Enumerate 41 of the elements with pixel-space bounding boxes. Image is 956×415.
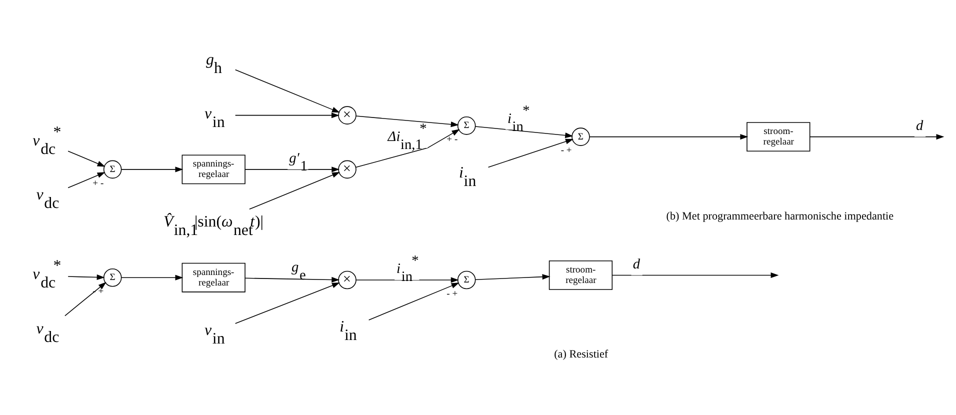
node-label: + - <box>446 134 458 145</box>
arrow <box>234 282 340 324</box>
node-circle: Σ <box>457 116 476 134</box>
arrow <box>68 172 106 188</box>
arrow <box>612 272 779 278</box>
label: (b) Met programmeerbare harmonische impedantie <box>666 210 894 222</box>
arrow <box>356 276 459 282</box>
node-box: spannings- regelaar <box>182 262 246 292</box>
arrow <box>488 138 574 168</box>
arrow <box>68 274 105 280</box>
arrow <box>356 115 459 127</box>
label: (a) Resistief <box>554 348 608 360</box>
node-circle: Σ <box>457 270 476 289</box>
arrow <box>234 112 340 118</box>
node-circle: Σ <box>103 268 122 286</box>
arrow <box>234 68 340 112</box>
node-circle: Σ <box>103 160 122 178</box>
node-box: stroom- regelaar <box>746 122 810 152</box>
node-label: - + <box>446 288 458 299</box>
node-label: + - <box>92 177 104 188</box>
node-circle: Σ <box>572 127 590 146</box>
node-box: stroom- regelaar <box>548 260 613 290</box>
arrow <box>121 166 184 172</box>
node-label: - + <box>560 144 572 156</box>
arrow <box>589 134 748 140</box>
edge-label: d <box>916 117 924 134</box>
arrow <box>64 282 106 316</box>
edge-label: d <box>632 256 640 272</box>
arrow <box>368 282 460 320</box>
node-circle: × <box>338 270 356 289</box>
node-circle: × <box>338 160 356 178</box>
arrow <box>244 166 340 172</box>
arrow <box>68 150 106 166</box>
arrow <box>244 276 340 282</box>
node-box: spannings- regelaar <box>182 154 246 184</box>
node-circle: × <box>338 106 356 124</box>
arrow <box>475 126 574 138</box>
arrow <box>249 172 340 210</box>
arrow <box>121 274 184 280</box>
arrow <box>810 134 944 140</box>
arrow <box>475 274 550 280</box>
